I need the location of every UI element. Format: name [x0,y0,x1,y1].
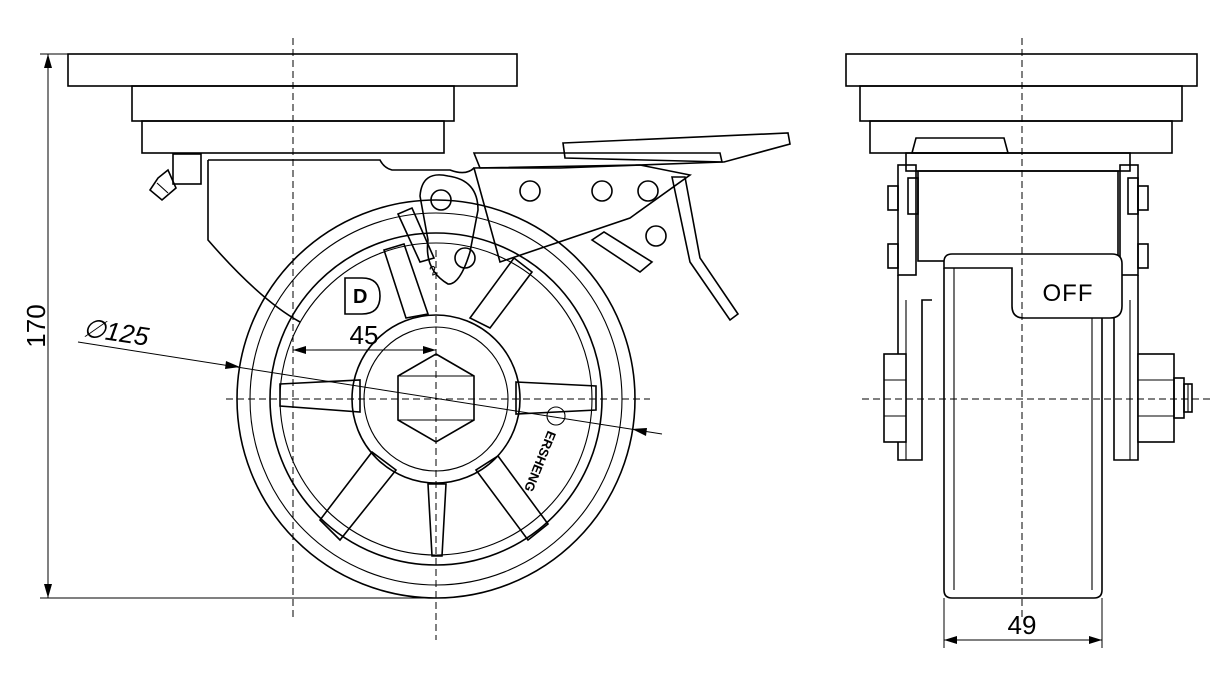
grease-nipple [148,153,202,202]
hub-brand-text-label: ERSHENG [521,429,559,494]
hub-brand-text: ERSHENG [521,406,566,494]
brand-logo-letter: D [353,286,367,308]
brake-state-label: OFF [1043,280,1094,307]
svg-text:2: 2 [427,262,440,279]
front-axle [883,353,1193,443]
width-dimension: 49 [943,598,1103,648]
wheel-spokes [279,243,597,557]
brake-mechanism: 2 [396,132,791,322]
side-view-centerlines [226,38,650,640]
height-dimension-value: 170 [21,304,51,347]
offset-dimension: 45 [293,320,436,354]
brand-logo: D [344,277,381,315]
fork-body [207,159,475,323]
brake-pedal-cover: OFF [943,253,1123,319]
side-view: 2 [67,38,791,640]
front-wheel [943,268,1103,599]
height-dimension: 170 [21,53,436,599]
front-view-centerlines [862,38,1210,620]
diameter-dimension-value: ∅125 [81,312,151,352]
width-dimension-value: 49 [1008,610,1037,640]
front-view: OFF [845,38,1210,620]
offset-dimension-value: 45 [350,320,379,350]
